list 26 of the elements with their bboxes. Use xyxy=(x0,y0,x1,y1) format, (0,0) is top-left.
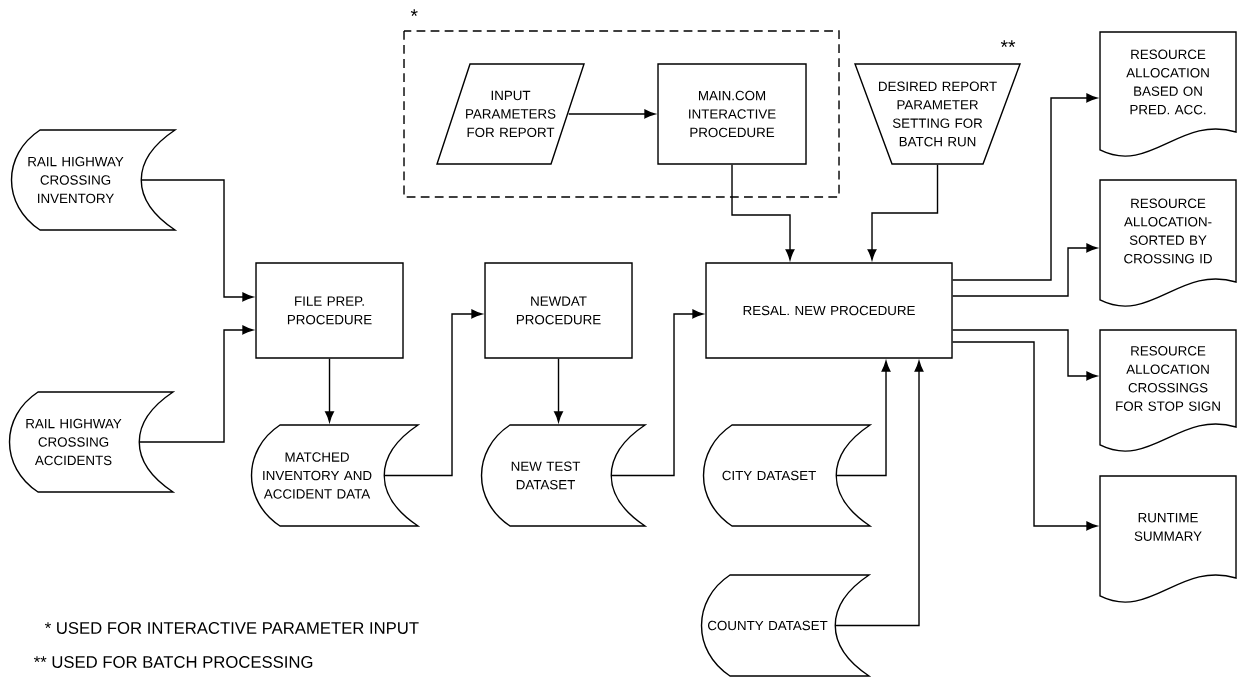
footnote-mark: * xyxy=(410,9,418,17)
arrow xyxy=(731,163,795,261)
arrow xyxy=(554,357,563,423)
footnote-mark: ** xyxy=(1000,40,1016,48)
arrow xyxy=(141,179,254,302)
arrow xyxy=(139,325,254,443)
footnote: ** USED FOR BATCH PROCESSING xyxy=(34,656,313,668)
arrow xyxy=(611,309,704,477)
process-box: NEWDAT PROCEDURE xyxy=(484,262,633,359)
arrow xyxy=(568,109,656,119)
process-box: FILE PREP. PROCEDURE xyxy=(255,262,404,359)
arrow xyxy=(952,329,1098,381)
arrow xyxy=(835,360,924,627)
arrow xyxy=(325,357,334,423)
process-box: RESAL. NEW PROCEDURE xyxy=(705,262,953,359)
footnote: * USED FOR INTERACTIVE PARAMETER INPUT xyxy=(45,622,419,634)
arrow xyxy=(952,341,1098,531)
arrow xyxy=(836,360,891,477)
arrow xyxy=(952,243,1098,297)
manual-operation-trapezoid: DESIRED REPORT PARAMETER SETTING FOR BATCH RUN xyxy=(854,63,1022,165)
dashed-group-box xyxy=(403,30,840,198)
arrow xyxy=(867,163,939,261)
process-box: MAIN.COM INTERACTIVE PROCEDURE xyxy=(657,63,807,165)
arrow xyxy=(384,309,483,477)
input-parallelogram: INPUT PARAMETERS FOR REPORT xyxy=(436,63,585,165)
arrow xyxy=(952,93,1098,281)
